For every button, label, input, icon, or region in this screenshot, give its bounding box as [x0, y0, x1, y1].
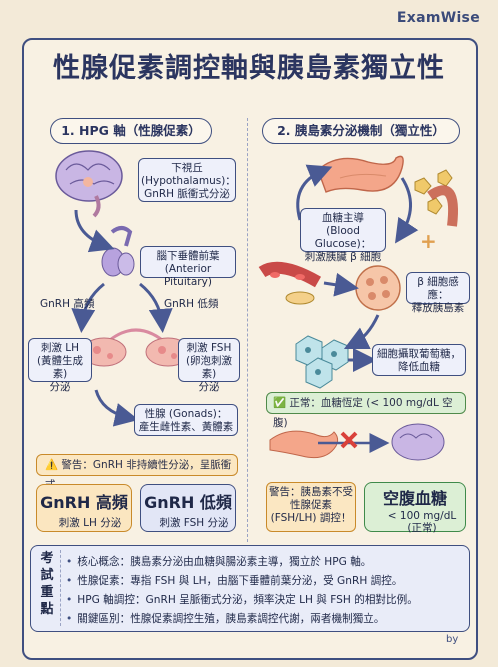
beta-cell-icon — [355, 265, 401, 311]
side-char: 重 — [40, 585, 54, 600]
uptake-line: 降低血糖 — [398, 361, 440, 373]
ovary-icon — [81, 328, 191, 367]
low-freq-label: GnRH 低頻 — [164, 298, 219, 310]
glucose-line: 血糖主導 — [322, 212, 364, 224]
normal-status: ✅ 正常：血糖恆定 (< 100 mg/dL 空腹) — [266, 392, 466, 429]
card-sub: < 100 mg/dL (正常) — [365, 510, 465, 534]
svg-text:+: + — [420, 229, 437, 253]
fsh-line: 刺激 FSH — [186, 342, 232, 354]
no-control-warning: 警告：胰島素不受 性腺促素 (FSH/LH) 調控！ — [266, 482, 356, 532]
card-title: GnRH 高頻 — [40, 493, 128, 512]
notes-divider — [60, 550, 62, 626]
exam-notes-label: 考 試 重 點 — [36, 550, 58, 618]
card-title: 空腹血糖 — [382, 489, 447, 508]
lh-line: 刺激 LH — [40, 342, 80, 354]
gonads-box: 性腺 (Gonads)： 產生雌性素、黃體素 — [134, 404, 238, 436]
warning-line: (FSH/LH) 調控！ — [270, 512, 352, 524]
gnrh-high-card: GnRH 高頻 刺激 LH 分泌 — [36, 484, 132, 532]
fsh-line: 分泌 — [198, 381, 220, 393]
page-title: 性腺促素調控軸與胰島素獨立性 — [53, 53, 445, 84]
pituitary-icon — [101, 226, 135, 277]
hpg-axis-header: 1. HPG 軸（性腺促素） — [50, 118, 212, 144]
pituitary-box: 腦下垂體前葉 (Anterior Pituitary) — [140, 246, 236, 288]
card-sub: 刺激 LH 分泌 — [58, 517, 122, 529]
lh-line: 分泌 — [49, 381, 71, 393]
gonads-line: 產生雌性素、黃體素 — [138, 421, 234, 433]
card-title: GnRH 低頻 — [144, 493, 232, 512]
fsh-line: (卵泡刺激素) — [185, 355, 233, 380]
side-char: 點 — [40, 602, 54, 617]
column-divider — [247, 118, 249, 542]
brain-icon — [55, 150, 123, 218]
hypothalamus-box: 下視丘 (Hypothalamus)： GnRH 脈衝式分泌 — [138, 158, 236, 202]
hypothalamus-line: (Hypothalamus)： — [141, 175, 236, 187]
hypothalamus-line: GnRH 脈衝式分泌 — [144, 188, 230, 200]
fasting-value: < 100 mg/dL — [387, 510, 457, 522]
side-char: 考 — [40, 551, 54, 566]
warning-line: 警告：胰島素不受 — [269, 486, 353, 498]
blood-glucose-box: 血糖主導 (Blood Glucose)： 刺激胰臟 β 細胞 — [300, 208, 386, 263]
footer-by: by — [446, 634, 459, 645]
fsh-box: 刺激 FSH (卵泡刺激素) 分泌 — [178, 338, 240, 393]
blood-vessel-icon — [258, 261, 322, 305]
pituitary-line: 腦下垂體前葉 — [156, 250, 220, 262]
note-item: HPG 軸調控：GnRH 呈脈衝式分泌，頻率決定 LH 與 FSH 的相對比例。 — [66, 592, 418, 607]
lh-line: (黃體生成素) — [36, 355, 84, 380]
independence-icon — [269, 423, 445, 461]
lh-box: 刺激 LH (黃體生成素) 分泌 — [28, 338, 92, 393]
note-item: 性腺促素：專指 FSH 與 LH，由腦下垂體前葉分泌，受 GnRH 調控。 — [66, 573, 402, 588]
glucose-icon: + — [414, 169, 458, 253]
warning-line: 性腺促素 — [290, 499, 332, 511]
uptake-line: 細胞攝取葡萄糖， — [377, 348, 461, 360]
cell-cluster-icon — [295, 335, 349, 389]
beta-line: β 細胞感應： — [417, 276, 459, 301]
glucose-uptake-box: 細胞攝取葡萄糖， 降低血糖 — [372, 344, 466, 376]
glucose-line: 刺激胰臟 β 細胞 — [304, 251, 382, 263]
gnrh-low-card: GnRH 低頻 刺激 FSH 分泌 — [140, 484, 236, 532]
gonads-line: 性腺 (Gonads)： — [144, 408, 228, 420]
pulse-warning: ⚠️ 警告：GnRH 非持續性分泌，呈脈衝式 — [36, 454, 238, 491]
high-freq-label: GnRH 高頻 — [40, 298, 95, 310]
note-item: 核心概念：胰島素分泌由血糖與腸泌素主導，獨立於 HPG 軸。 — [66, 554, 371, 569]
fasting-glucose-card: 空腹血糖 < 100 mg/dL (正常) — [364, 482, 466, 534]
beta-line: 釋放胰島素 — [411, 302, 465, 314]
brand-logo: ExamWise — [396, 10, 480, 26]
card-sub: 刺激 FSH 分泌 — [159, 517, 229, 529]
pituitary-line: (Anterior Pituitary) — [164, 263, 212, 288]
side-char: 試 — [40, 568, 54, 583]
pancreas-icon — [317, 155, 404, 193]
hypothalamus-line: 下視丘 — [171, 162, 203, 174]
fasting-note: (正常) — [407, 522, 437, 534]
glucose-line: (Blood Glucose)： — [314, 225, 372, 250]
beta-cell-box: β 細胞感應： 釋放胰島素 — [406, 272, 470, 314]
insulin-header: 2. 胰島素分泌機制（獨立性） — [262, 118, 460, 144]
note-item: 關鍵區別：性腺促素調控生殖，胰島素調控代謝，兩者機制獨立。 — [66, 611, 384, 626]
